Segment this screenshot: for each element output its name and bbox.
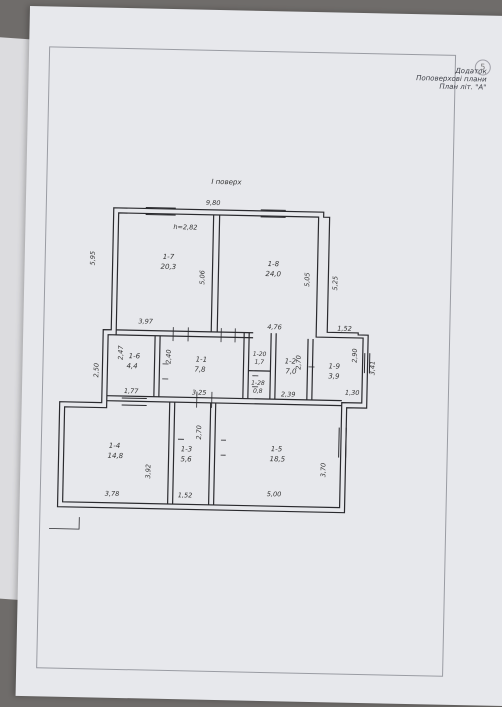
dim-r11-w: 3,25: [192, 388, 207, 396]
dim-r15-w: 5,00: [267, 490, 282, 498]
room-area-1-2: 7,0: [285, 367, 297, 375]
dim-top: 9,80: [206, 199, 221, 207]
dim-step: 1,52: [337, 325, 352, 333]
dim-r13-w: 1,52: [178, 491, 193, 499]
room-area-1-8: 24,0: [265, 270, 281, 278]
room-area-1-1: 7,8: [194, 366, 206, 374]
room-id-1-1: 1-1: [196, 356, 208, 364]
room-id-1-5: 1-5: [271, 445, 283, 453]
dim-r14-h: 3,92: [144, 464, 152, 479]
dim-left-mid: 2,50: [92, 363, 100, 378]
dim-r17-h: 5,06: [198, 270, 206, 285]
room-area-1-7: 20,3: [160, 263, 176, 271]
room-id-1-20: 1-20: [253, 351, 267, 358]
room-area-1-3: 5,6: [180, 455, 192, 463]
floor-plan: 1-7 20,3 1-8 24,0 1-6 4,4 1-1 7,8 1-20 1…: [49, 199, 377, 530]
room-id-1-3: 1-3: [181, 445, 193, 453]
dim-r14-w: 3,78: [105, 490, 120, 498]
document-page: 5 Додаток Поповерхові плани План літ. "А…: [15, 6, 502, 707]
room-area-1-4: 14,8: [108, 452, 124, 460]
dim-r11-h: 2,40: [165, 349, 173, 364]
room-area-1-20: 1,7: [255, 359, 265, 366]
room-id-1-28: 1-28: [251, 380, 265, 387]
room-area-1-9: 3,9: [328, 372, 340, 380]
dim-r19-w: 1,30: [345, 389, 360, 397]
dim-left-upper: 5,95: [89, 251, 97, 266]
room-id-1-2: 1-2: [285, 357, 297, 365]
room-area-1-5: 18,5: [269, 455, 285, 463]
room-id-1-7: 1-7: [163, 253, 175, 261]
room-id-1-9: 1-9: [328, 362, 340, 370]
dim-r15-h: 3,70: [319, 463, 327, 478]
dim-r13-h: 2,70: [195, 425, 203, 440]
room-id-1-4: 1-4: [109, 442, 121, 450]
dim-r17-w: 3,97: [138, 317, 154, 325]
dim-r18-w: 4,76: [267, 323, 282, 331]
dim-r12-w: 2,39: [281, 390, 296, 398]
room-id-1-6: 1-6: [129, 352, 141, 360]
dim-r18-h: 5,05: [303, 272, 311, 287]
room-id-1-8: 1-8: [268, 260, 280, 268]
room-area-1-6: 4,4: [126, 362, 137, 370]
dim-r16-h: 2,47: [117, 345, 125, 361]
height-label: h=2,82: [173, 223, 197, 232]
dim-r19-h: 2,90: [351, 348, 359, 363]
room-area-1-28: 0,8: [253, 388, 263, 395]
dim-r19-side: 3,41: [368, 361, 376, 376]
dim-right-upper: 5,25: [331, 276, 339, 291]
dim-r12-h: 2,70: [294, 355, 302, 370]
dim-r16-w: 1,77: [124, 387, 140, 395]
